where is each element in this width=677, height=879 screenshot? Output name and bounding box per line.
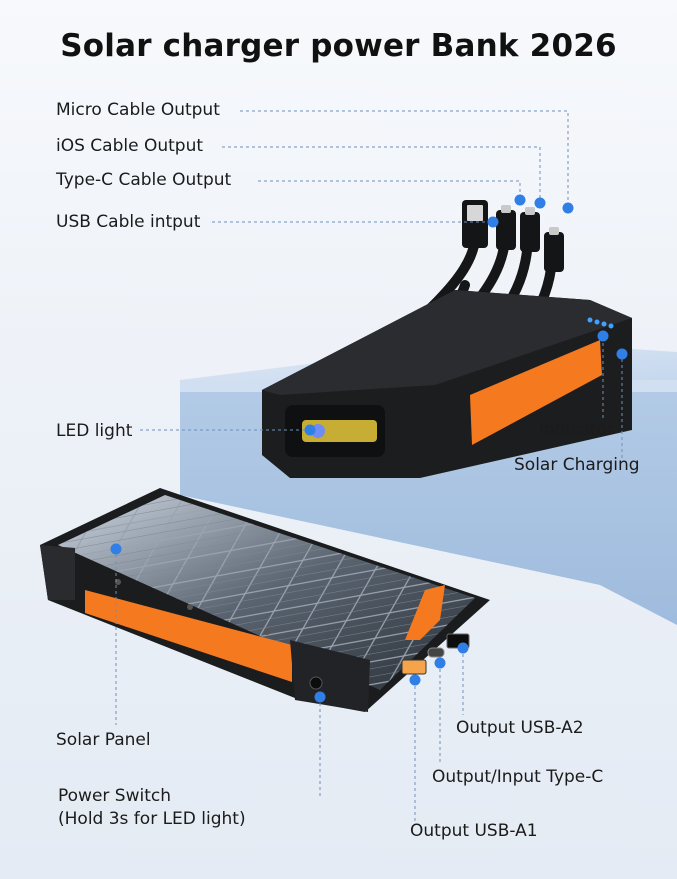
label-solar-panel: Solar Panel	[56, 730, 151, 750]
label-output-usb-a2: Output USB-A2	[456, 718, 584, 738]
leader-lines	[115, 110, 623, 823]
marker-ios-cable	[534, 197, 546, 209]
label-ios-cable-output: iOS Cable Output	[56, 136, 204, 156]
marker-usb-a1	[409, 674, 421, 686]
label-micro-cable-output: Micro Cable Output	[56, 100, 220, 120]
power-bank-top	[262, 200, 632, 478]
label-solar-charging: Solar Charging	[514, 455, 640, 475]
marker-solar-charging	[616, 348, 628, 360]
label-indicator: Indicator	[539, 420, 615, 440]
label-power-switch-hint: (Hold 3s for LED light)	[58, 809, 246, 829]
marker-dots	[110, 194, 628, 703]
marker-led-light	[304, 424, 316, 436]
marker-usb-cable	[487, 216, 499, 228]
marker-typec-cable	[514, 194, 526, 206]
marker-indicator	[597, 330, 609, 342]
label-usb-cable-input: USB Cable intput	[56, 212, 201, 232]
label-led-light: LED light	[56, 421, 133, 441]
label-output-input-typec: Output/Input Type-C	[432, 767, 604, 787]
label-power-switch: Power Switch	[58, 786, 172, 806]
marker-power-switch	[314, 691, 326, 703]
marker-typec-port	[434, 657, 446, 669]
marker-solar-panel	[110, 543, 122, 555]
label-typec-cable-output: Type-C Cable Output	[56, 170, 232, 190]
power-bank-bottom	[40, 488, 490, 712]
label-output-usb-a1: Output USB-A1	[410, 821, 538, 841]
marker-usb-a2	[457, 642, 469, 654]
marker-micro-cable	[562, 202, 574, 214]
page-title: Solar charger power Bank 2026	[60, 28, 617, 64]
